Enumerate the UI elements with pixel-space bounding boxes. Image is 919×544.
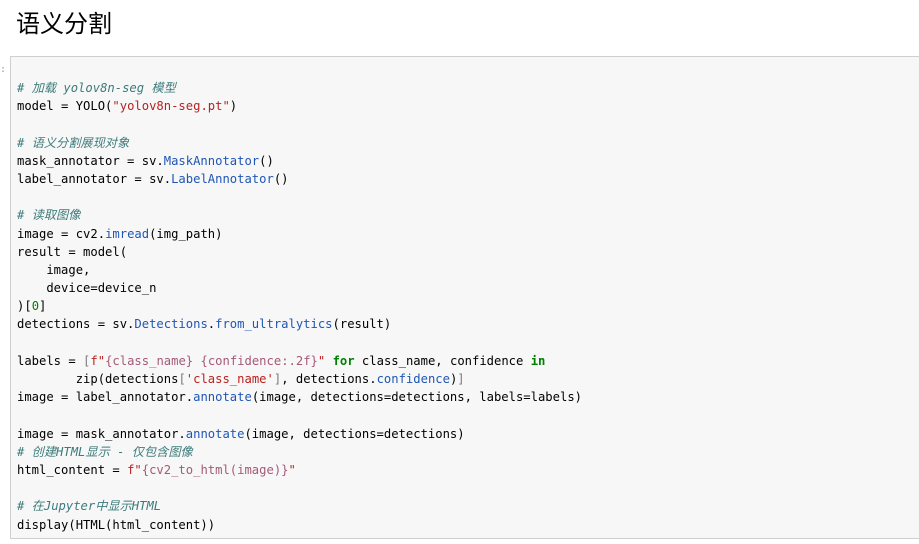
code-line (17, 479, 582, 497)
code-attribute: annotate (185, 426, 245, 441)
code-line: # 在Jupyter中显示HTML (17, 497, 582, 515)
code-text: image = cv2. (17, 226, 106, 241)
code-line: detections = sv.Detections.from_ultralyt… (17, 315, 582, 333)
code-text: detections = sv. (17, 317, 135, 332)
code-string: f" (127, 462, 142, 477)
code-comment: # 读取图像 (17, 208, 81, 223)
code-line: label_annotator = sv.LabelAnnotator() (17, 170, 582, 188)
code-text: () (273, 171, 289, 186)
code-comment: # 在Jupyter中显示HTML (17, 499, 162, 514)
code-comment: # 创建HTML显示 - 仅包含图像 (17, 444, 193, 459)
code-line: )[0] (17, 297, 582, 315)
code-line: model = YOLO("yolov8n-seg.pt") (17, 97, 582, 115)
code-attribute: MaskAnnotator (163, 153, 260, 168)
code-editor[interactable]: # 加载 yolov8n-seg 模型 model = YOLO("yolov8n… (17, 79, 582, 534)
code-text: zip(detections (17, 372, 179, 386)
code-text: ) (229, 99, 238, 114)
code-text: image, (17, 262, 91, 277)
code-line: # 读取图像 (17, 206, 582, 224)
code-attribute: LabelAnnotator (171, 171, 274, 186)
code-line (17, 188, 582, 206)
code-comment: # 加载 yolov8n-seg 模型 (17, 81, 176, 95)
code-attribute: annotate (193, 390, 252, 405)
code-interpolation: {cv2_to_html(image)} (141, 462, 289, 477)
page-title: 语义分割 (16, 10, 112, 38)
code-line (17, 115, 582, 133)
code-keyword: for (332, 353, 355, 368)
code-text: html_content = (17, 462, 128, 477)
code-string: " (317, 353, 326, 368)
code-text: , detections. (281, 372, 377, 386)
code-attribute: imread (105, 226, 150, 241)
code-text: device=device_n (17, 281, 157, 296)
code-text: . (207, 317, 216, 332)
code-line: image = label_annotator.annotate(image, … (17, 388, 582, 406)
code-text: (image, detections=detections, labels=la… (251, 390, 582, 405)
code-line (17, 334, 582, 352)
code-text: result = model( (17, 244, 128, 259)
code-number: 0 (31, 299, 40, 314)
code-text: model = YOLO( (17, 99, 113, 114)
code-line: # 语义分割展现对象 (17, 134, 582, 152)
code-text: display(HTML(html_content)) (17, 517, 216, 532)
code-attribute: Detections (134, 317, 208, 332)
code-line: zip(detections['class_name'], detections… (17, 370, 582, 388)
code-line: result = model( (17, 243, 582, 261)
code-text: (result) (332, 317, 392, 332)
code-line: device=device_n (17, 279, 582, 297)
code-string: f" (90, 353, 106, 368)
code-line: labels = [f"{class_name} {confidence:.2f… (17, 352, 582, 370)
code-text: labels = (17, 353, 84, 368)
code-text: label_annotator = sv. (17, 171, 172, 186)
code-line: image = mask_annotator.annotate(image, d… (17, 425, 582, 443)
code-text: (image, detections=detections) (244, 426, 465, 441)
code-text: ) (449, 372, 458, 386)
code-text: (img_path) (149, 226, 223, 241)
code-string: " (288, 462, 296, 477)
code-attribute: from_ultralytics (215, 317, 333, 332)
code-bracket: ] (457, 372, 465, 386)
code-keyword: in (530, 353, 546, 368)
code-text: image = label_annotator. (17, 390, 194, 405)
code-attribute: confidence (376, 372, 450, 386)
code-line: mask_annotator = sv.MaskAnnotator() (17, 152, 582, 170)
code-string: 'class_name' (185, 372, 274, 386)
code-text: ] (39, 299, 47, 314)
code-cell[interactable]: # 加载 yolov8n-seg 模型 model = YOLO("yolov8n… (10, 56, 919, 539)
code-bracket: [ (83, 353, 91, 368)
code-line: image = cv2.imread(img_path) (17, 225, 582, 243)
cell-gutter-marker: : (0, 64, 7, 75)
code-line: # 创建HTML显示 - 仅包含图像 (17, 443, 582, 461)
code-line (17, 406, 582, 424)
code-bracket: ] (273, 372, 282, 386)
code-text: image = mask_annotator. (17, 426, 186, 441)
code-text: () (259, 153, 274, 168)
code-interpolation: {confidence:.2f} (200, 353, 318, 368)
code-text: mask_annotator = sv. (17, 153, 164, 168)
code-comment: # 语义分割展现对象 (17, 135, 130, 150)
code-line: display(HTML(html_content)) (17, 516, 582, 534)
code-text: )[ (17, 299, 32, 314)
code-text (325, 354, 332, 368)
code-line: html_content = f"{cv2_to_html(image)}" (17, 461, 582, 479)
code-line: # 加载 yolov8n-seg 模型 (17, 79, 582, 97)
code-text: class_name, confidence (354, 353, 531, 368)
code-interpolation: {class_name} (105, 353, 194, 368)
code-line: image, (17, 261, 582, 279)
code-bracket: [ (178, 372, 186, 386)
code-string: "yolov8n-seg.pt" (112, 99, 230, 114)
